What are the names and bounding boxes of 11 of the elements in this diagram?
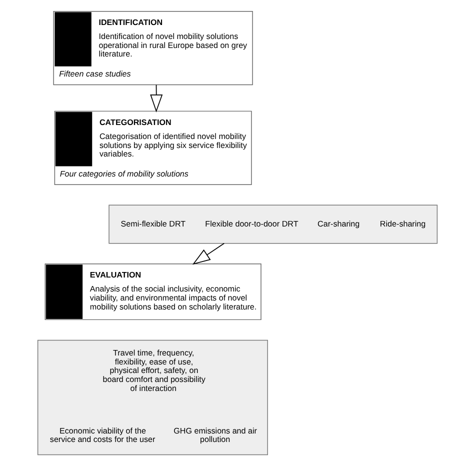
node-text: Economic viability of the service and costs for the user — [49, 426, 155, 444]
node-text: Car-sharing — [317, 219, 360, 228]
node-text: Ride-sharing — [379, 219, 426, 228]
node-text: Flexible door-to-door DRT — [204, 219, 298, 228]
node-text: GHG emissions and air pollution — [173, 426, 256, 444]
cluster — [108, 204, 438, 244]
cluster — [36, 340, 268, 456]
arrow — [192, 242, 224, 265]
node-text: Semi-flexible DRT — [120, 219, 186, 228]
node-text: Travel time, frequency, flexibility, ease of use, physical effort, safety, on board comfort and possibility of interaction — [102, 348, 205, 393]
arrow — [150, 84, 162, 112]
